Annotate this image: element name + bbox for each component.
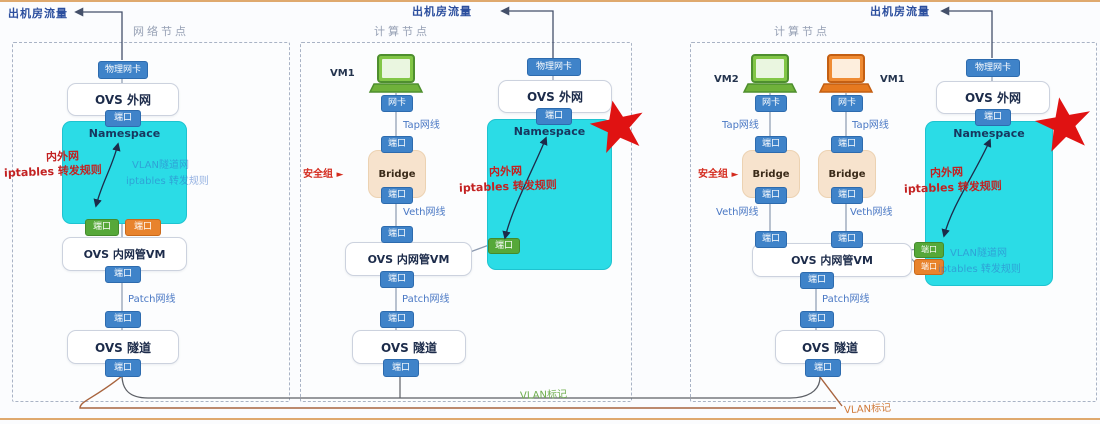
- nat-note-line2: iptables 转发规则: [3, 163, 103, 180]
- port-badge: 端口: [381, 187, 413, 204]
- panel-compute-1-title: 计算节点: [374, 25, 430, 38]
- nat-note-line2: iptables 转发规则: [458, 178, 558, 195]
- panel-network-node-title: 网络节点: [133, 25, 189, 38]
- red-star-icon: [589, 100, 643, 154]
- traffic-out-label-3: 出机房流量: [870, 5, 930, 18]
- tap-wire-label: Tap网线: [722, 120, 759, 131]
- port-badge-green: 端口: [85, 219, 119, 236]
- ovs-integration-bridge: OVS 内网管VM: [752, 243, 912, 277]
- port-badge: 端口: [831, 136, 863, 153]
- vm1-label: VM1: [330, 68, 355, 79]
- port-badge: 端口: [805, 359, 841, 377]
- security-group-arrow-icon: ►: [731, 170, 739, 180]
- vm2-label: VM2: [714, 74, 739, 85]
- ovs-tunnel-bridge: OVS 隧道: [67, 330, 179, 364]
- vm2-laptop-icon: [742, 54, 798, 93]
- port-badge: 端口: [831, 231, 863, 248]
- security-group-arrow-icon: ►: [336, 170, 344, 180]
- veth-wire-label: Veth网线: [403, 207, 446, 218]
- physical-nic-badge: 物理网卡: [98, 61, 148, 79]
- faded-note-line2: iptables 转发规则: [126, 176, 209, 187]
- physical-nic-badge: 物理网卡: [966, 59, 1020, 77]
- traffic-out-label-2: 出机房流量: [412, 5, 472, 18]
- nat-note-line2: iptables 转发规则: [903, 179, 1003, 196]
- port-badge: 端口: [383, 359, 419, 377]
- port-badge: 端口: [831, 187, 863, 204]
- port-badge: 端口: [105, 266, 141, 283]
- vm1-label: VM1: [880, 74, 905, 85]
- veth-wire-label: Veth网线: [850, 207, 893, 218]
- vm1-laptop-icon: [368, 54, 424, 93]
- port-badge-orange: 端口: [125, 219, 161, 236]
- port-badge: 端口: [755, 136, 787, 153]
- faded-note-line1: VLAN隧道网: [950, 248, 1007, 259]
- port-badge: 端口: [105, 110, 141, 127]
- port-badge: 端口: [380, 271, 414, 288]
- security-group-note: 安全组 ►: [698, 169, 739, 180]
- security-group-note: 安全组 ►: [303, 169, 344, 180]
- port-badge: 端口: [381, 226, 413, 243]
- ovs-external-bridge: OVS 外网: [498, 80, 612, 113]
- patch-wire-label: Patch网线: [402, 294, 450, 305]
- patch-wire-label: Patch网线: [128, 294, 176, 305]
- panel-compute-2-title: 计算节点: [774, 25, 830, 38]
- nic-badge: 网卡: [755, 95, 787, 112]
- vm1-laptop-icon: [818, 54, 874, 93]
- namespace-title: Namespace: [513, 125, 586, 138]
- port-badge: 端口: [975, 109, 1011, 126]
- ovs-integration-bridge: OVS 内网管VM: [62, 237, 187, 271]
- faded-note-line1: VLAN隧道网: [132, 160, 189, 171]
- port-badge: 端口: [755, 231, 787, 248]
- port-badge: 端口: [755, 187, 787, 204]
- patch-wire-label: Patch网线: [822, 294, 870, 305]
- ovs-external-bridge: OVS 外网: [936, 81, 1050, 114]
- bottom-border-line: [0, 418, 1100, 420]
- traffic-out-label-1: 出机房流量: [8, 7, 68, 20]
- vlan-tag-note-orange: VLAN标记: [843, 402, 892, 417]
- nic-badge: 网卡: [381, 95, 413, 112]
- top-border-line: [0, 0, 1100, 2]
- port-badge: 端口: [536, 108, 572, 125]
- physical-nic-badge: 物理网卡: [527, 58, 581, 76]
- port-badge: 端口: [381, 136, 413, 153]
- vlan-tag-note-green: VLAN标记: [519, 389, 568, 402]
- port-badge: 端口: [800, 311, 834, 328]
- port-badge-green: 端口: [914, 242, 944, 258]
- nic-badge: 网卡: [831, 95, 863, 112]
- namespace-title: Namespace: [88, 127, 161, 140]
- port-badge: 端口: [105, 359, 141, 377]
- faded-note-line2: iptables 转发规则: [938, 264, 1021, 275]
- veth-wire-label: Veth网线: [716, 207, 759, 218]
- port-badge: 端口: [105, 311, 141, 328]
- red-star-icon: [1034, 97, 1091, 152]
- port-badge: 端口: [800, 272, 834, 289]
- port-badge-orange: 端口: [914, 259, 944, 275]
- namespace-title: Namespace: [953, 127, 1025, 140]
- port-badge-green: 端口: [488, 238, 520, 254]
- tap-wire-label: Tap网线: [852, 120, 889, 131]
- tap-wire-label: Tap网线: [403, 120, 440, 131]
- ovs-tunnel-bridge: OVS 隧道: [352, 330, 466, 364]
- port-badge: 端口: [380, 311, 414, 328]
